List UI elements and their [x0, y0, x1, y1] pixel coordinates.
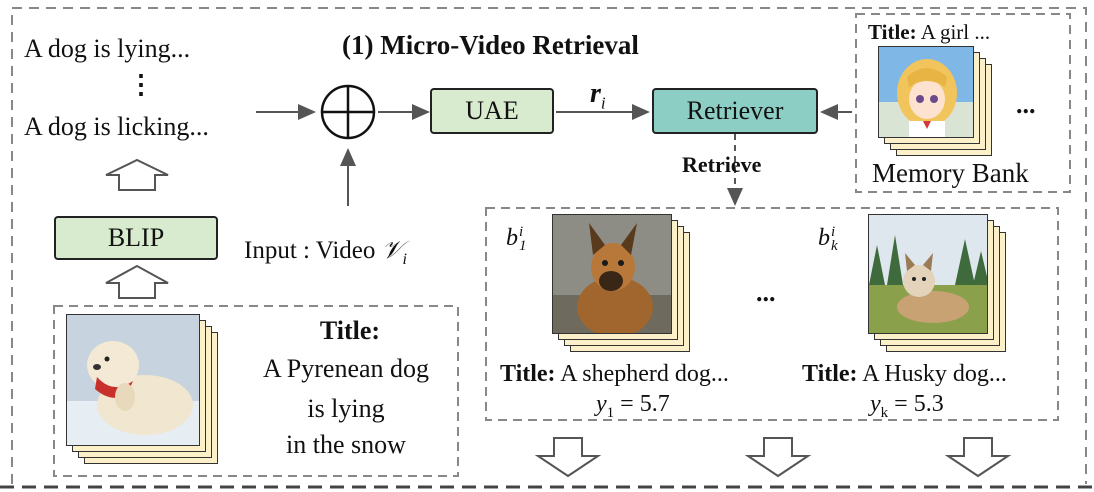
memory-bank-box	[855, 13, 1071, 193]
r-i-label: ri	[590, 80, 606, 112]
y-value: = 5.7	[614, 391, 670, 417]
r-sub: i	[600, 93, 606, 113]
r-base: r	[590, 78, 601, 109]
retrieved-ellipsis: ...	[756, 278, 776, 307]
retriever-box: Retriever	[652, 88, 818, 134]
b-base: b	[506, 225, 518, 252]
pyrenean-dog-image	[67, 315, 199, 445]
anime-girl-image	[879, 47, 973, 137]
title-value: A girl ...	[916, 20, 991, 44]
title-key: Title:	[802, 361, 858, 387]
outer-dashed-frame	[11, 7, 1087, 484]
retrieved-title-k: Title: A Husky dog...	[802, 362, 1007, 386]
input-video-box	[53, 305, 459, 477]
memory-bank-label: Memory Bank	[872, 158, 1029, 188]
input-title-line-3: in the snow	[286, 430, 406, 459]
shepherd-dog-thumbnail	[552, 214, 672, 334]
uae-label: UAE	[465, 96, 519, 125]
hollow-up-arrow-icon	[105, 158, 169, 191]
hollow-down-arrow-icon	[744, 437, 812, 478]
retrieved-title-1: Title: A shepherd dog...	[500, 362, 729, 386]
input-video-label: Input : Video 𝒱i	[244, 238, 407, 268]
caption-line-1: A dog is lying...	[24, 34, 191, 63]
blip-box: BLIP	[54, 216, 218, 260]
y-sub: k	[880, 404, 889, 421]
caption-line-2: A dog is licking...	[24, 112, 209, 141]
retrieved-items-box	[485, 207, 1059, 421]
y-base: y	[870, 391, 881, 417]
input-title-key: Title:	[319, 316, 381, 345]
hollow-up-arrow-icon	[105, 264, 169, 299]
shepherd-dog-image	[553, 215, 671, 333]
hollow-down-arrow-icon	[944, 437, 1012, 478]
husky-dog-thumbnail	[868, 214, 988, 334]
title-value: A Husky dog...	[857, 361, 1007, 387]
y-base: y	[596, 391, 607, 417]
b-base: b	[818, 225, 830, 252]
input-label-symbol: 𝒱	[381, 237, 403, 264]
popularity-yk: yk = 5.3	[870, 392, 944, 421]
retrieve-label: Retrieve	[682, 152, 762, 177]
b-sub: 1	[519, 237, 527, 254]
y-sub: 1	[606, 404, 615, 421]
input-title-line-2: is lying	[307, 394, 385, 423]
husky-dog-image	[869, 215, 987, 333]
input-label-sub: i	[402, 251, 407, 268]
input-label-prefix: Input : Video	[244, 237, 382, 264]
title-key: Title:	[868, 20, 917, 44]
retriever-label: Retriever	[686, 96, 784, 125]
b-sub: k	[831, 237, 838, 254]
hollow-down-arrow-icon	[534, 437, 602, 478]
y-value: = 5.3	[888, 391, 944, 417]
blip-label: BLIP	[107, 223, 165, 252]
sum-operator-icon	[320, 84, 376, 140]
memory-bank-ellipsis: ...	[1016, 90, 1036, 119]
title-key: Title:	[500, 361, 556, 387]
caption-ellipsis: ⋮	[128, 70, 154, 99]
b-sup: i	[519, 224, 524, 240]
b-sup: i	[831, 224, 836, 240]
memory-bank-title: Title: A girl ...	[868, 22, 990, 43]
section-title: (1) Micro-Video Retrieval	[342, 30, 639, 60]
pyrenean-dog-thumbnail	[66, 314, 200, 446]
input-title-line-1: A Pyrenean dog	[262, 354, 430, 383]
title-value: A shepherd dog...	[555, 361, 729, 387]
uae-box: UAE	[430, 88, 554, 134]
memory-anime-thumbnail	[878, 46, 974, 138]
popularity-y1: y1 = 5.7	[596, 392, 670, 421]
